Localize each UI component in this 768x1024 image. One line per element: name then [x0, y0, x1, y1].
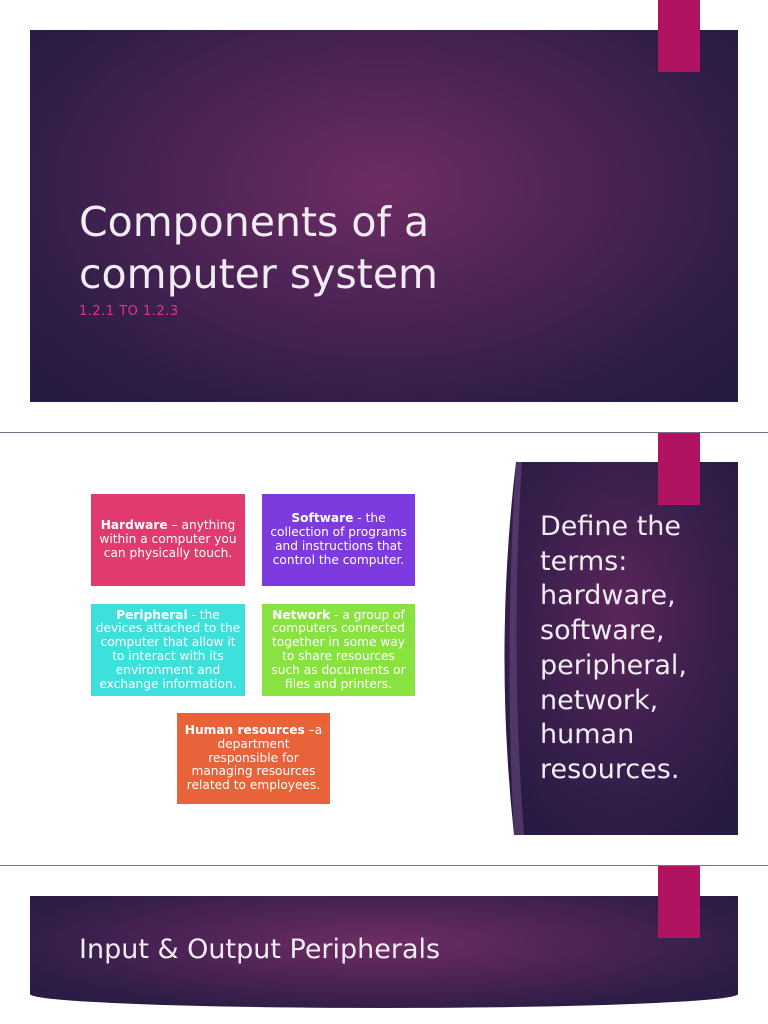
- peripheral-definition: - the devices attached to the computer t…: [95, 607, 241, 691]
- define-line: hardware,: [540, 580, 676, 612]
- define-line: terms:: [540, 545, 628, 577]
- define-panel: [500, 462, 738, 835]
- network-term: Network: [272, 607, 331, 622]
- slide-title: Components of a computer system: [79, 196, 639, 300]
- define-line: Define the: [540, 511, 682, 542]
- title-panel: [30, 30, 738, 402]
- software-definition: - the collection of programs and instruc…: [270, 511, 407, 567]
- define-terms-text: Define the terms: hardware, software, pe…: [540, 510, 730, 788]
- define-line: software,: [540, 615, 665, 647]
- title-panel: [30, 896, 738, 1008]
- slide-3: Input & Output Peripherals: [0, 866, 768, 1024]
- define-line: network,: [540, 684, 659, 716]
- title-line-1: Components of a: [79, 198, 430, 246]
- software-box: Software - the collection of programs an…: [262, 494, 415, 586]
- define-line: resources.: [540, 753, 680, 785]
- define-line: peripheral,: [540, 649, 687, 681]
- slide-divider: [0, 432, 768, 433]
- hardware-box: Hardware – anything within a computer yo…: [91, 494, 245, 586]
- title-line-2: computer system: [79, 250, 438, 298]
- human-resources-definition: –a department responsible for managing r…: [186, 723, 323, 793]
- accent-tab: [658, 866, 700, 938]
- define-line: human: [540, 719, 635, 751]
- slide-2: Hardware – anything within a computer yo…: [0, 433, 768, 865]
- slide-1: Components of a computer system 1.2.1 TO…: [0, 0, 768, 432]
- hardware-definition: – anything within a computer you can phy…: [99, 518, 237, 560]
- human-resources-term: Human resources: [184, 723, 305, 737]
- accent-tab: [658, 0, 700, 72]
- peripheral-box: Peripheral - the devices attached to the…: [91, 604, 245, 696]
- hardware-term: Hardware: [100, 518, 168, 533]
- slide-title: Input & Output Peripherals: [79, 934, 441, 965]
- software-term: Software: [291, 511, 354, 526]
- slide-subtitle: 1.2.1 TO 1.2.3: [79, 304, 179, 319]
- slide-divider: [0, 865, 768, 866]
- human-resources-box: Human resources –a department responsibl…: [177, 713, 330, 804]
- peripheral-term: Peripheral: [116, 607, 188, 622]
- network-definition: - a group of computers connected togethe…: [271, 607, 406, 691]
- network-box: Network - a group of computers connected…: [262, 604, 415, 696]
- accent-tab: [658, 433, 700, 505]
